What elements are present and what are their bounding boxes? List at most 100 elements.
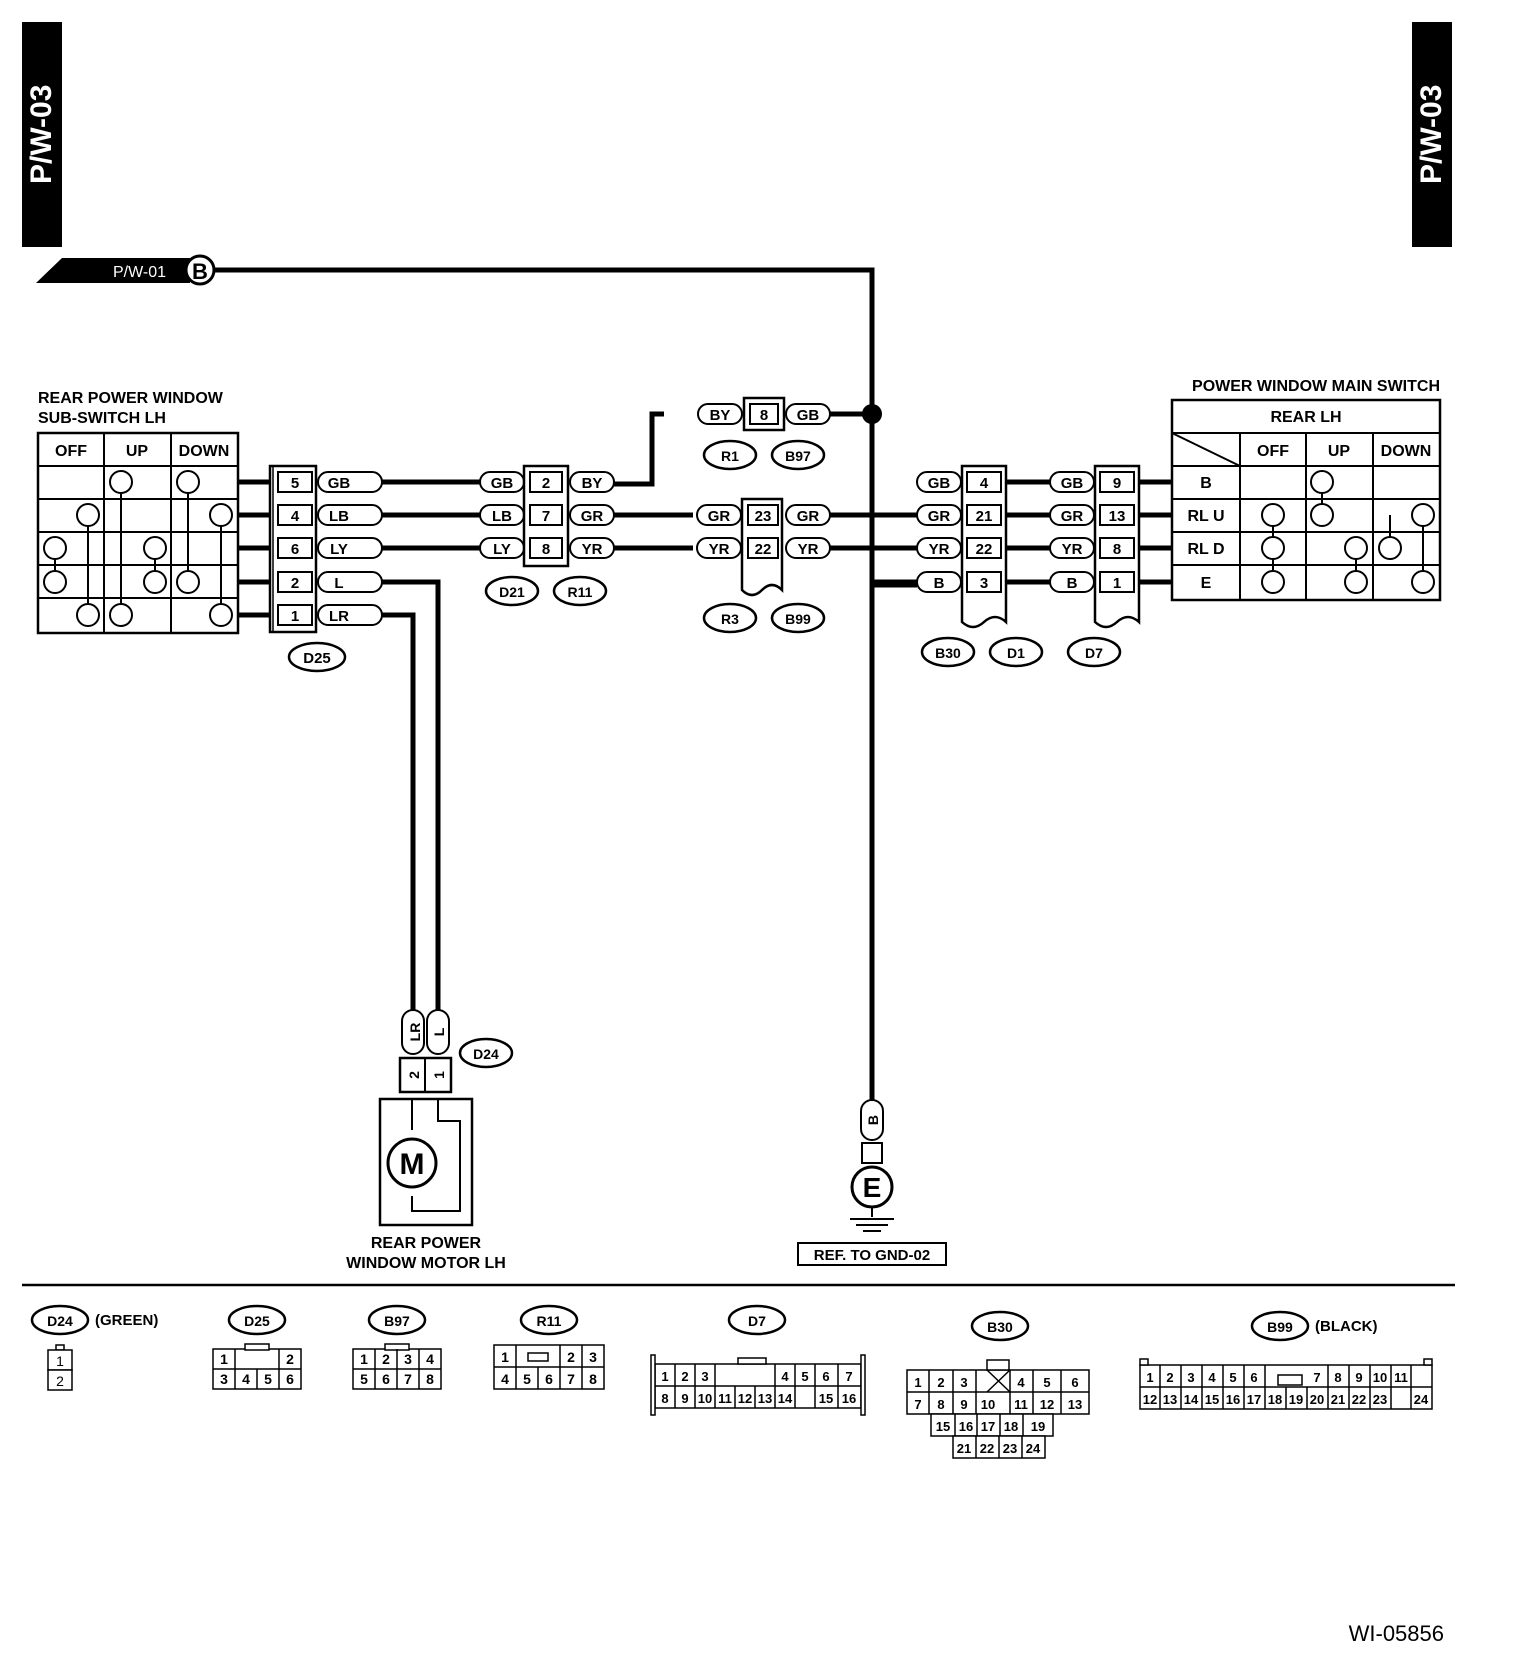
- svg-text:GB: GB: [928, 475, 951, 492]
- svg-text:LY: LY: [330, 541, 348, 558]
- wire-lr: [358, 612, 416, 1010]
- svg-text:11: 11: [718, 1391, 732, 1406]
- svg-text:BY: BY: [582, 475, 603, 492]
- svg-text:B: B: [1067, 575, 1078, 592]
- svg-text:4: 4: [781, 1369, 789, 1384]
- svg-text:D24: D24: [47, 1313, 73, 1329]
- svg-text:22: 22: [980, 1441, 994, 1456]
- svg-text:6: 6: [291, 541, 299, 558]
- r11-label: R11: [568, 584, 593, 600]
- svg-text:8: 8: [661, 1391, 668, 1406]
- svg-text:5: 5: [291, 475, 299, 492]
- svg-text:2: 2: [567, 1349, 575, 1365]
- svg-text:21: 21: [1331, 1392, 1345, 1407]
- svg-text:13: 13: [1068, 1397, 1082, 1412]
- ground-wire: [869, 579, 917, 1100]
- svg-text:OFF: OFF: [1257, 443, 1289, 460]
- svg-text:YR: YR: [1062, 541, 1083, 558]
- svg-text:9: 9: [1113, 475, 1121, 492]
- svg-text:15: 15: [819, 1391, 833, 1406]
- svg-text:21: 21: [957, 1441, 971, 1456]
- svg-text:(BLACK): (BLACK): [1315, 1318, 1377, 1335]
- svg-text:10: 10: [698, 1391, 712, 1406]
- svg-text:6: 6: [286, 1371, 294, 1387]
- svg-text:LR: LR: [329, 608, 349, 625]
- b30-label: B30: [935, 645, 961, 661]
- svg-text:3: 3: [980, 575, 988, 592]
- svg-text:D7: D7: [748, 1313, 766, 1329]
- svg-text:14: 14: [778, 1391, 793, 1406]
- svg-text:2: 2: [56, 1373, 64, 1389]
- svg-text:8: 8: [1113, 541, 1121, 558]
- svg-text:7: 7: [404, 1371, 412, 1387]
- svg-text:2: 2: [406, 1071, 422, 1079]
- svg-text:6: 6: [822, 1369, 829, 1384]
- svg-text:5: 5: [801, 1369, 808, 1384]
- svg-text:23: 23: [755, 508, 772, 525]
- svg-text:15: 15: [936, 1419, 950, 1434]
- svg-text:1: 1: [360, 1351, 368, 1367]
- svg-text:8: 8: [937, 1397, 944, 1412]
- svg-text:1: 1: [661, 1369, 668, 1384]
- svg-text:24: 24: [1026, 1441, 1041, 1456]
- svg-text:15: 15: [1205, 1392, 1219, 1407]
- main-switch-title: POWER WINDOW MAIN SWITCH: [1192, 378, 1440, 395]
- svg-text:B30: B30: [987, 1319, 1013, 1335]
- svg-text:4: 4: [242, 1371, 250, 1387]
- svg-text:5: 5: [1043, 1375, 1050, 1390]
- svg-text:18: 18: [1268, 1392, 1282, 1407]
- svg-text:GB: GB: [491, 475, 514, 492]
- svg-text:22: 22: [1352, 1392, 1366, 1407]
- svg-text:17: 17: [981, 1419, 995, 1434]
- supply-wire: [215, 267, 917, 588]
- svg-text:6: 6: [1071, 1375, 1078, 1390]
- svg-text:4: 4: [501, 1371, 509, 1387]
- svg-text:LR: LR: [407, 1023, 423, 1042]
- svg-text:17: 17: [1247, 1392, 1261, 1407]
- motor-label-1: REAR POWER: [371, 1235, 482, 1252]
- svg-text:19: 19: [1031, 1419, 1045, 1434]
- svg-text:3: 3: [960, 1375, 967, 1390]
- svg-text:E: E: [1201, 575, 1212, 592]
- svg-text:GR: GR: [581, 508, 604, 525]
- main-switch-subtitle: REAR LH: [1270, 409, 1341, 426]
- svg-text:DOWN: DOWN: [1381, 443, 1432, 460]
- svg-text:8: 8: [1334, 1370, 1341, 1385]
- svg-text:13: 13: [1163, 1392, 1177, 1407]
- motor-label-2: WINDOW MOTOR LH: [346, 1255, 506, 1272]
- wire-l: [358, 579, 441, 1010]
- svg-text:9: 9: [681, 1391, 688, 1406]
- svg-text:4: 4: [291, 508, 300, 525]
- svg-text:24: 24: [1414, 1392, 1429, 1407]
- svg-text:2: 2: [382, 1351, 390, 1367]
- svg-text:8: 8: [542, 541, 550, 558]
- svg-text:R11: R11: [537, 1313, 562, 1329]
- svg-text:8: 8: [426, 1371, 434, 1387]
- b97-label: B97: [785, 448, 811, 464]
- connector-r1-b97: BY 8 GB R1 B97: [697, 396, 831, 471]
- svg-text:5: 5: [264, 1371, 272, 1387]
- svg-text:7: 7: [845, 1369, 852, 1384]
- svg-text:5: 5: [360, 1371, 368, 1387]
- supply-from-label: P/W-01: [113, 264, 166, 281]
- d25-label: D25: [303, 650, 331, 667]
- svg-text:20: 20: [1310, 1392, 1324, 1407]
- svg-text:GB: GB: [328, 475, 351, 492]
- figure-code: WI-05856: [1348, 1621, 1444, 1646]
- svg-text:6: 6: [545, 1371, 553, 1387]
- svg-text:9: 9: [1355, 1370, 1362, 1385]
- svg-text:YR: YR: [929, 541, 950, 558]
- svg-text:YR: YR: [582, 541, 603, 558]
- svg-text:B: B: [1200, 475, 1212, 492]
- svg-text:13: 13: [1109, 508, 1126, 525]
- svg-text:19: 19: [1289, 1392, 1303, 1407]
- svg-text:3: 3: [404, 1351, 412, 1367]
- d7-label: D7: [1085, 645, 1103, 661]
- svg-text:L: L: [431, 1027, 447, 1036]
- svg-text:4: 4: [1208, 1370, 1216, 1385]
- svg-text:12: 12: [1143, 1392, 1157, 1407]
- svg-text:UP: UP: [1328, 443, 1351, 460]
- svg-text:BY: BY: [710, 407, 731, 424]
